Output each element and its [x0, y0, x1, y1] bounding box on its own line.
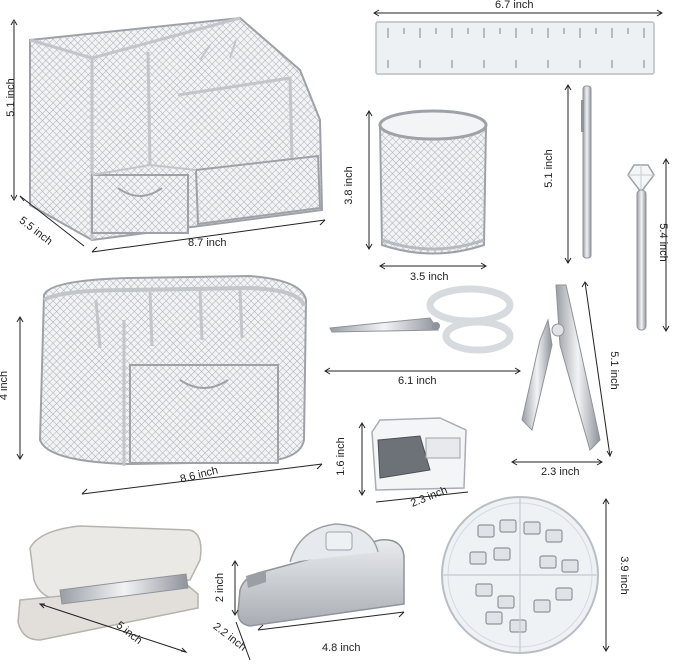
dim-lines-tape-dispenser: [231, 560, 405, 661]
stapler: [17, 525, 202, 641]
dim-line-pen: [564, 84, 572, 264]
ruler: [375, 21, 655, 75]
dim-label-ruler-length: 6.7 inch: [495, 0, 534, 11]
dim-label-oval-organizer-height: 4 inch: [0, 370, 11, 400]
dim-label-tape-height: 2 inch: [214, 572, 227, 603]
dim-line-scissors: [324, 367, 521, 375]
hole-punch: [521, 284, 601, 451]
dim-lines-pencil-cup: [365, 110, 487, 270]
dim-line-crystal-pen: [662, 158, 670, 332]
staple-remover: [371, 417, 467, 491]
mesh-organizer-oval: [38, 274, 308, 466]
dim-label-hole-punch-length: 5.1 inch: [607, 351, 620, 390]
ballpoint-pen: [581, 85, 592, 259]
dim-label-crystal-pen-length: 5.4 inch: [656, 223, 669, 262]
dim-line-clip-container: [602, 498, 610, 652]
mesh-organizer-large: [29, 16, 324, 242]
dim-lines-hole-punch: [511, 281, 613, 466]
dim-label-large-organizer-height: 5.1 inch: [4, 78, 17, 117]
dim-label-staple-remover-height: 1.6 inch: [334, 437, 347, 476]
pencil-cup: [378, 109, 488, 255]
dim-lines-large-organizer: [10, 19, 326, 253]
dim-lines-oval-organizer: [16, 316, 323, 495]
dim-line-ruler: [373, 9, 663, 17]
dim-label-scissors-length: 6.1 inch: [398, 375, 437, 387]
dim-label-large-organizer-width: 8.7 inch: [188, 237, 227, 249]
dim-label-tape-length: 4.8 inch: [322, 642, 361, 654]
dim-label-pencil-cup-height: 3.8 inch: [342, 166, 355, 205]
clip-container: [441, 496, 599, 654]
dim-line-stapler: [38, 603, 188, 653]
dim-label-pen-length: 5.1 inch: [542, 149, 555, 188]
scissors: [329, 285, 514, 354]
crystal-pen: [627, 164, 655, 331]
dim-label-hole-punch-width: 2.3 inch: [541, 466, 580, 478]
dim-lines-staple-remover: [358, 422, 469, 503]
dim-label-clip-container-diameter: 3.9 inch: [617, 556, 630, 595]
tape-dispenser: [237, 523, 405, 627]
dim-label-pencil-cup-diameter: 3.5 inch: [410, 271, 449, 283]
